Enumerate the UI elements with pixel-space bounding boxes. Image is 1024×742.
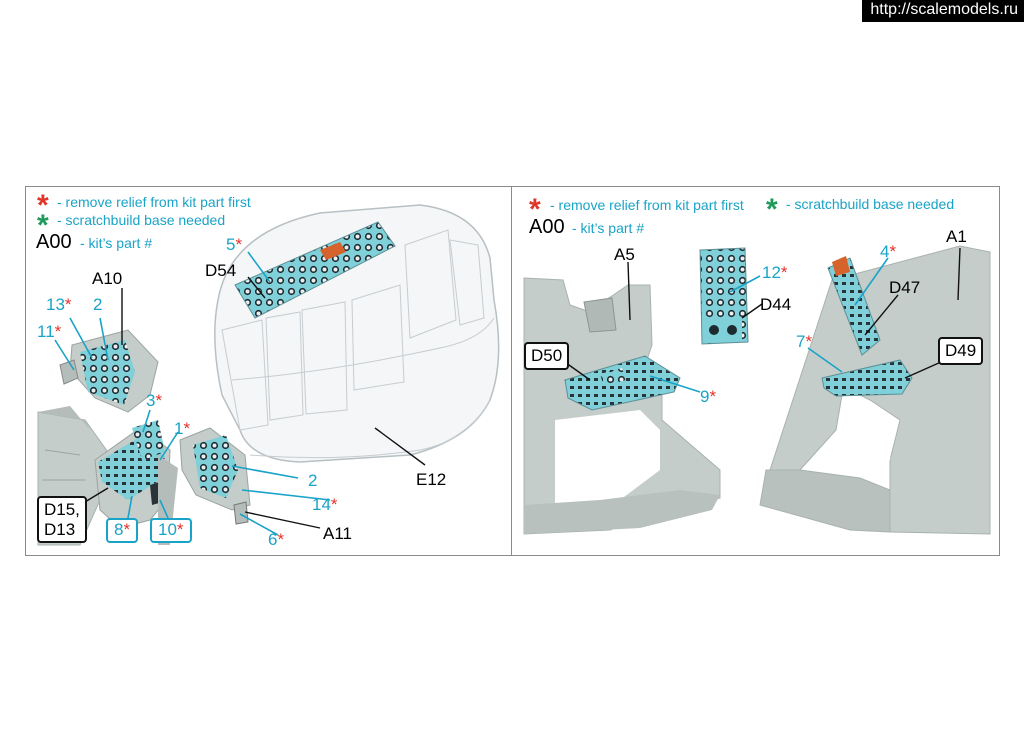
legend-kit-part: - kit’s part #: [80, 235, 153, 251]
watermark-url: http://scalemodels.ru: [862, 0, 1024, 22]
red-asterisk-icon: *: [37, 189, 49, 222]
kit-label-a10: A10: [92, 269, 123, 288]
left-side-console-a11: [179, 427, 251, 525]
legend-kit-part-right: - kit’s part #: [572, 220, 645, 236]
part-label-8-box: 8*: [106, 518, 139, 543]
legend-scratchbuild-right: - scratchbuild base needed: [786, 196, 955, 212]
legend-scratchbuild: - scratchbuild base needed: [57, 212, 226, 228]
kit-label-d15: D15,: [44, 500, 80, 519]
part-label-7: 7*: [796, 332, 813, 351]
red-asterisk-icon-right: *: [529, 193, 541, 226]
kit-label-d50-box: D50: [524, 342, 570, 370]
part-label-3: 3*: [146, 391, 163, 410]
green-asterisk-icon-right: *: [766, 193, 778, 226]
part-label-14: 14*: [312, 495, 338, 514]
right-leader-lines: [649, 257, 889, 393]
part-label-11: 11*: [37, 322, 62, 341]
part-label-12: 12*: [762, 263, 788, 282]
right-cockpit-tub-a5: [523, 277, 721, 535]
right-panel-d44: [699, 247, 749, 345]
kit-label-d13: D13: [44, 519, 76, 539]
part-label-5: 5*: [226, 235, 243, 254]
part-label-4: 4*: [880, 242, 897, 261]
kit-label-d44: D44: [760, 295, 792, 314]
left-console-a10: [59, 329, 159, 413]
kit-label-d49-box: D49: [938, 337, 984, 365]
part-label-9: 9*: [700, 387, 717, 406]
panel-divider: [511, 186, 512, 556]
part-label-6: 6*: [268, 530, 285, 549]
right-cockpit-tub-a1: [759, 245, 991, 535]
legend-remove-relief: - remove relief from kit part first: [57, 194, 251, 210]
kit-label-d54: D54: [205, 261, 237, 280]
kit-label-a5: A5: [614, 245, 635, 264]
canopy-e12: [214, 204, 500, 463]
kit-label-a1: A1: [946, 227, 967, 246]
part-label-10-box: 10*: [150, 518, 192, 543]
legend-kit-code: A00: [36, 231, 72, 253]
kit-label-d47: D47: [889, 278, 921, 297]
legend-kit-code-right: A00: [529, 216, 565, 238]
left-leader-lines: [54, 251, 331, 536]
kit-label-a11: A11: [323, 524, 352, 543]
green-asterisk-icon: *: [37, 209, 49, 242]
left-black-leaders: [79, 276, 426, 529]
part-label-2-lower: 2: [308, 471, 318, 490]
kit-label-e12: E12: [416, 470, 447, 489]
kit-label-d15-d13-box: D15, D13: [37, 496, 87, 544]
part-label-2-upper: 2: [93, 295, 103, 314]
part-label-13: 13*: [46, 295, 72, 314]
part-label-1: 1*: [174, 419, 191, 438]
legend-remove-relief-right: - remove relief from kit part first: [550, 197, 744, 213]
